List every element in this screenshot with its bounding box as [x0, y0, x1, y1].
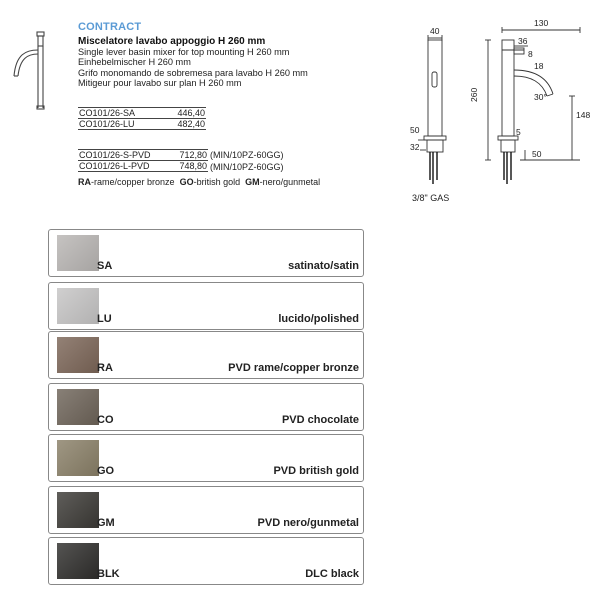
finish-swatch: [57, 440, 99, 476]
finish-swatch: [57, 389, 99, 425]
finish-code: GO: [97, 465, 115, 477]
product-code: CO101/26-L-PVD: [78, 160, 171, 172]
dim-lever: 36: [518, 36, 528, 46]
connection-label: 3/8" GAS: [412, 193, 450, 203]
price-table-pvd: CO101/26-S-PVD 712,80 CO101/26-L-PVD 748…: [78, 149, 208, 172]
dim-angle: 30°: [534, 92, 547, 102]
finish-legend: RA-rame/copper bronze GO-british gold GM…: [78, 177, 320, 187]
dim-spout-offset: 18: [534, 61, 544, 71]
side-view-lever: [513, 47, 525, 55]
front-view-body: [427, 39, 443, 137]
finish-label: PVD rame/copper bronze: [228, 362, 359, 374]
table-row: CO101/26-L-PVD 748,80: [78, 160, 208, 172]
dim-height: 260: [469, 88, 479, 102]
table-row: CO101/26-LU 482,40: [78, 118, 206, 130]
legend-code: RA: [78, 177, 91, 187]
side-view-spout: [513, 69, 554, 95]
subtitle-line: Grifo monomando de sobremesa para lavabo…: [78, 67, 308, 78]
finish-code: LU: [97, 313, 112, 325]
legend-text: -british gold: [193, 177, 241, 187]
legend-text: -rame/copper bronze: [91, 177, 175, 187]
finish-code: CO: [97, 414, 114, 426]
finish-row: LU lucido/polished: [48, 282, 364, 330]
price-table-standard: CO101/26-SA 446,40 CO101/26-LU 482,40: [78, 107, 206, 130]
technical-drawing: 40 130 36 8 18 30° 260 148 50 32 5 50: [410, 18, 590, 184]
dim-reach: 130: [534, 18, 548, 28]
faucet-thumbnail: [13, 31, 45, 110]
product-price: 446,40: [162, 107, 206, 119]
finish-label: satinato/satin: [288, 260, 359, 272]
dim-width-front: 40: [430, 26, 440, 36]
finish-row: SA satinato/satin: [48, 229, 364, 277]
finish-label: DLC black: [305, 568, 359, 580]
product-price: 712,80: [170, 149, 208, 161]
product-code: CO101/26-S-PVD: [78, 149, 171, 161]
finish-label: lucido/polished: [278, 313, 359, 325]
subtitle-line: Single lever basin mixer for top mountin…: [78, 47, 290, 57]
finish-row: RA PVD rame/copper bronze: [48, 331, 364, 379]
dim-lever-height: 8: [528, 49, 533, 59]
product-code: CO101/26-SA: [78, 107, 163, 119]
product-code: CO101/26-LU: [78, 118, 163, 130]
finish-label: PVD british gold: [273, 465, 359, 477]
dim-base-height: 50: [410, 125, 420, 135]
side-view-base: [497, 135, 519, 141]
legend-code: GO: [179, 177, 194, 187]
front-view-shank: [426, 139, 444, 153]
finish-code: SA: [97, 260, 113, 272]
finish-swatch: [57, 288, 99, 324]
finish-swatch: [57, 543, 99, 579]
finish-label: PVD nero/gunmetal: [257, 517, 359, 529]
finish-swatch: [57, 492, 99, 528]
product-price: 748,80: [170, 160, 208, 172]
legend-code: GM: [245, 177, 260, 187]
finish-code: RA: [97, 362, 113, 374]
finish-row: GO PVD british gold: [48, 434, 364, 482]
legend-text: -nero/gunmetal: [259, 177, 321, 187]
product-price: 482,40: [162, 118, 206, 130]
table-row: CO101/26-S-PVD 712,80: [78, 149, 208, 161]
supply-hoses: [429, 152, 438, 184]
front-view-handle: [431, 71, 438, 88]
subtitle-line: Einhebelmischer H 260 mm: [78, 57, 191, 68]
side-view-body: [501, 39, 515, 137]
finish-row: BLK DLC black: [48, 537, 364, 585]
finish-row: CO PVD chocolate: [48, 383, 364, 431]
dim-base-thickness: 5: [516, 127, 521, 137]
dim-shank: 32: [410, 142, 420, 152]
brand-title: CONTRACT: [78, 21, 142, 33]
min-order-note: (MIN/10PZ-60GG): [210, 162, 284, 172]
finish-code: GM: [97, 517, 115, 529]
dim-spout-height: 148: [576, 110, 590, 120]
product-title: Miscelatore lavabo appoggio H 260 mm: [78, 36, 266, 47]
finish-code: BLK: [97, 568, 120, 580]
finish-label: PVD chocolate: [281, 414, 359, 426]
finish-swatch: [57, 337, 99, 373]
finish-row: GM PVD nero/gunmetal: [48, 486, 364, 534]
subtitle-line: Mitigeur pour lavabo sur plan H 260 mm: [78, 77, 242, 88]
table-row: CO101/26-SA 446,40: [78, 107, 206, 119]
min-order-note: (MIN/10PZ-60GG): [210, 150, 284, 160]
front-view-base: [423, 135, 447, 141]
finish-swatch: [57, 235, 99, 271]
product-subtitles: Single lever basin mixer for top mountin…: [78, 47, 308, 88]
dim-max-deck: 50: [532, 149, 542, 159]
